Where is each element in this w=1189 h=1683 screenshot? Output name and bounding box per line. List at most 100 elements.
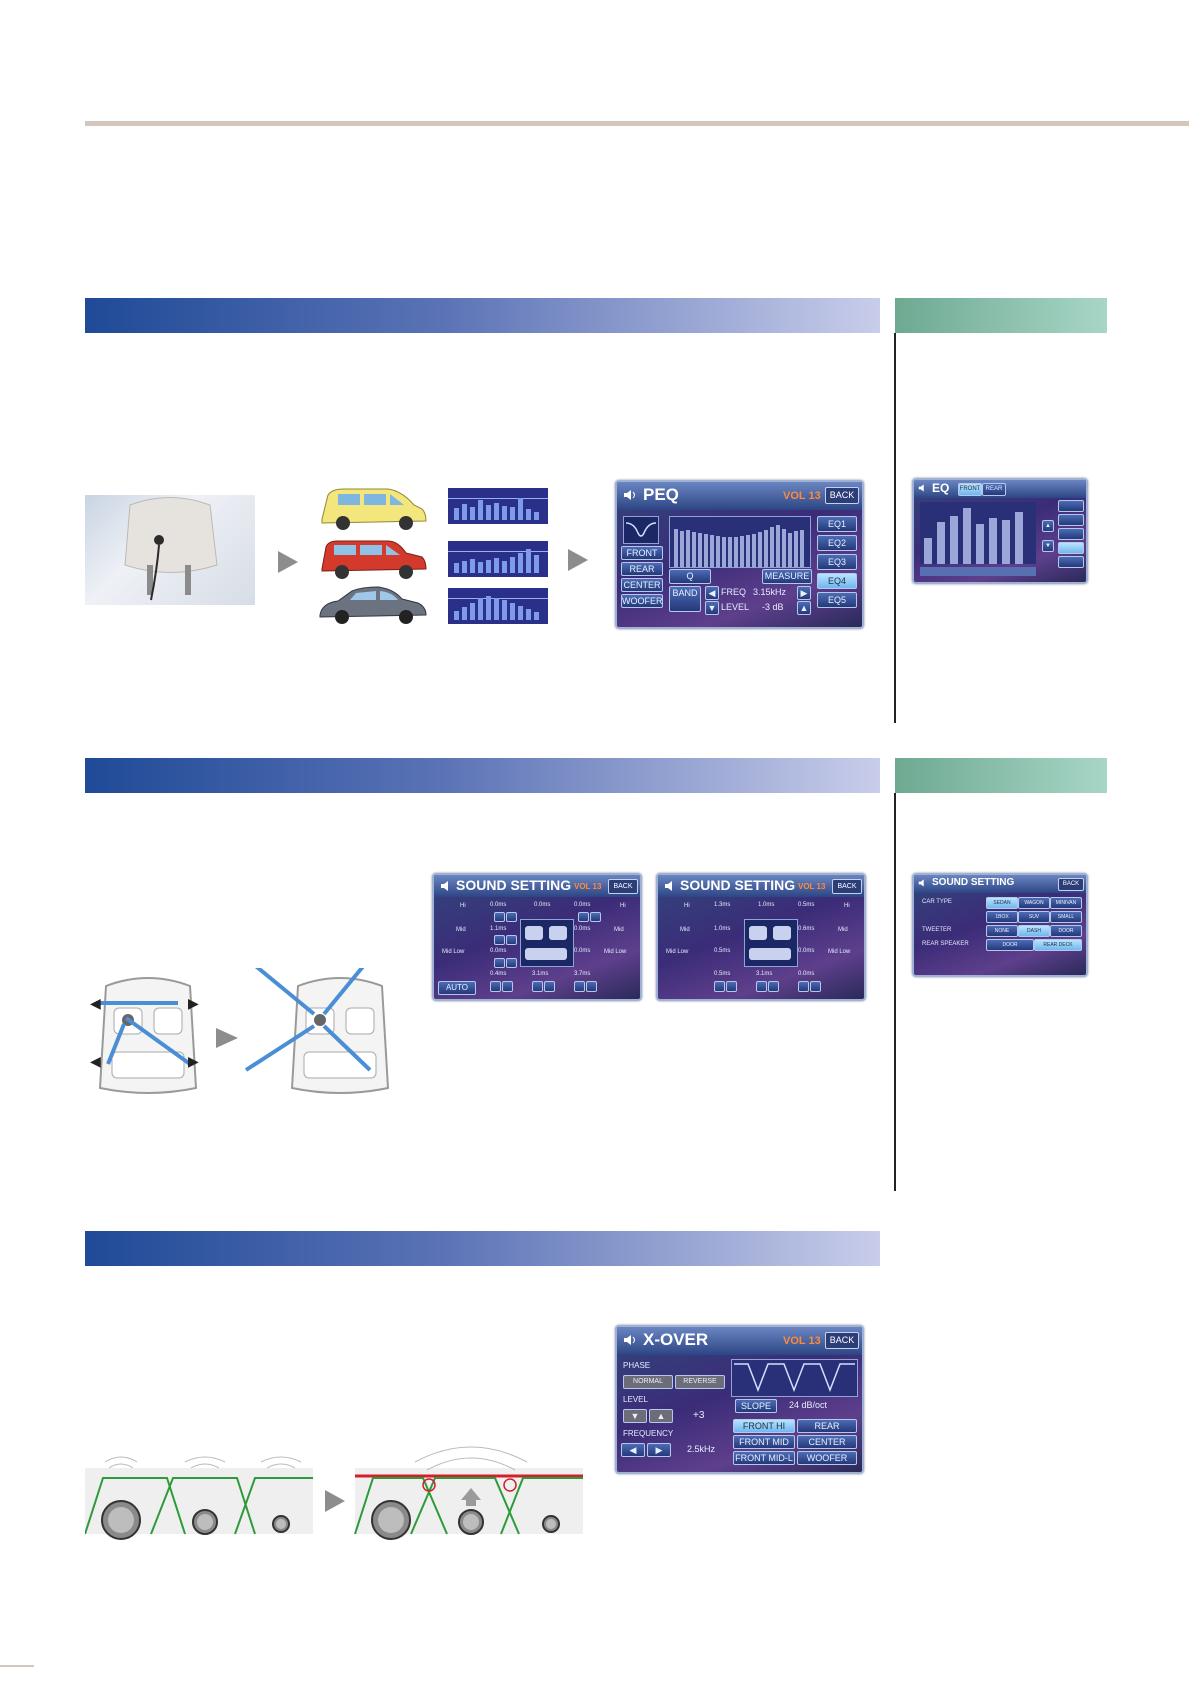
level-up-button[interactable]: ▲ xyxy=(649,1409,673,1423)
volume-indicator: VOL 13 xyxy=(798,882,826,891)
front-button[interactable]: FRONT xyxy=(621,546,663,560)
crossover-before xyxy=(84,1456,313,1540)
auto-button[interactable]: AUTO xyxy=(438,981,476,995)
measure-button[interactable]: MEASURE xyxy=(762,569,812,584)
crossover-diagram xyxy=(84,1440,585,1540)
freq-down-button[interactable]: ◀ xyxy=(705,586,719,600)
band-button[interactable]: BAND xyxy=(669,586,701,612)
level-down-button[interactable]: ▼ xyxy=(623,1409,647,1423)
eq-down-button[interactable]: ▼ xyxy=(1042,540,1054,552)
rear-speaker-door-button[interactable]: DOOR xyxy=(986,939,1034,951)
delay-up-button[interactable] xyxy=(506,935,517,945)
front-mid-l-button[interactable]: FRONT MID-L xyxy=(733,1451,795,1465)
delay-up-button[interactable] xyxy=(586,981,597,992)
eq2-button[interactable]: EQ2 xyxy=(817,535,857,551)
delay-value: 1.1ms xyxy=(490,926,507,932)
back-button[interactable]: BACK xyxy=(608,879,638,894)
section-band-2 xyxy=(85,758,880,793)
delay-value: 0.5ms xyxy=(798,902,815,908)
back-button[interactable]: BACK xyxy=(1058,878,1084,891)
front-mid-button[interactable]: FRONT MID xyxy=(733,1435,795,1449)
minivan-icon xyxy=(321,488,427,530)
delay-value: 0.6ms xyxy=(798,926,815,932)
delay-down-button[interactable] xyxy=(574,981,585,992)
delay-up-button[interactable] xyxy=(726,981,737,992)
q-button[interactable]: Q xyxy=(669,569,711,584)
row-label-mid-low: Mid Low xyxy=(442,949,465,955)
seat-diagram xyxy=(520,919,574,967)
eq4-button[interactable]: EQ4 xyxy=(817,573,857,589)
center-button[interactable]: CENTER xyxy=(797,1435,857,1449)
car-type-1box-button[interactable]: 1BOX xyxy=(986,911,1018,923)
back-button[interactable]: BACK xyxy=(825,487,859,504)
eq-rear-tab[interactable]: REAR xyxy=(982,483,1006,496)
woofer-button[interactable]: WOOFER xyxy=(797,1451,857,1465)
sound-setting-title-bar: SOUND SETTING VOL 13 BACK xyxy=(658,875,864,897)
car-type-small-button[interactable]: SMALL xyxy=(1050,911,1082,923)
back-button[interactable]: BACK xyxy=(825,1332,859,1349)
rear-speaker-deck-button[interactable]: REAR DECK xyxy=(1034,939,1082,951)
car-type-minivan-button[interactable]: MINIVAN xyxy=(1050,897,1082,909)
back-button[interactable]: BACK xyxy=(832,879,862,894)
speaker-icon xyxy=(441,881,448,891)
speaker-icon xyxy=(918,484,924,492)
eq-preset-1[interactable] xyxy=(1058,500,1084,512)
delay-down-button[interactable] xyxy=(532,981,543,992)
delay-down-button[interactable] xyxy=(578,912,589,922)
peq-graph xyxy=(669,516,811,568)
flow-arrow-icon xyxy=(325,1490,345,1512)
car-type-wagon-button[interactable]: WAGON xyxy=(1018,897,1050,909)
car-type-sedan-button[interactable]: SEDAN xyxy=(986,897,1018,909)
phase-reverse-button[interactable]: REVERSE xyxy=(675,1375,725,1389)
delay-down-button[interactable] xyxy=(798,981,809,992)
tweeter-door-button[interactable]: DOOR xyxy=(1050,925,1082,937)
delay-value: 0.4ms xyxy=(490,971,507,977)
rear-button[interactable]: REAR xyxy=(797,1419,857,1433)
delay-down-button[interactable] xyxy=(714,981,725,992)
eq-up-button[interactable]: ▲ xyxy=(1042,520,1054,532)
level-down-button[interactable]: ▼ xyxy=(705,601,719,615)
eq1-button[interactable]: EQ1 xyxy=(817,516,857,532)
level-up-button[interactable]: ▲ xyxy=(797,601,811,615)
slope-button[interactable]: SLOPE xyxy=(735,1399,777,1413)
right-label-mid-low: Mid Low xyxy=(828,949,851,955)
delay-up-button[interactable] xyxy=(768,981,779,992)
delay-down-button[interactable] xyxy=(494,958,505,968)
delay-value: 3.1ms xyxy=(756,971,773,977)
delay-up-button[interactable] xyxy=(590,912,601,922)
delay-up-button[interactable] xyxy=(544,981,555,992)
eq-preset-4[interactable] xyxy=(1058,542,1084,554)
delay-up-button[interactable] xyxy=(810,981,821,992)
woofer-button[interactable]: WOOFER xyxy=(621,594,663,608)
eq3-button[interactable]: EQ3 xyxy=(817,554,857,570)
xover-graph xyxy=(731,1359,858,1397)
delay-down-button[interactable] xyxy=(494,912,505,922)
delay-value: 0.0ms xyxy=(534,902,551,908)
front-hi-button[interactable]: FRONT HI xyxy=(733,1419,795,1433)
eq-preset-3[interactable] xyxy=(1058,528,1084,540)
car-type-label: CAR TYPE xyxy=(922,899,952,905)
delay-down-button[interactable] xyxy=(756,981,767,992)
sedan-icon xyxy=(319,586,427,624)
level-value: -3 dB xyxy=(762,602,784,612)
eq-front-tab[interactable]: FRONT xyxy=(958,483,982,496)
tweeter-dash-button[interactable]: DASH xyxy=(1018,925,1050,937)
phase-normal-button[interactable]: NORMAL xyxy=(623,1375,673,1389)
right-label-mid: Mid xyxy=(614,927,624,933)
eq-preset-5[interactable] xyxy=(1058,556,1084,568)
frequency-down-button[interactable]: ◀ xyxy=(621,1443,645,1457)
delay-down-button[interactable] xyxy=(490,981,501,992)
delay-up-button[interactable] xyxy=(502,981,513,992)
side-band-1 xyxy=(895,298,1107,333)
center-button[interactable]: CENTER xyxy=(621,578,663,592)
delay-up-button[interactable] xyxy=(506,912,517,922)
delay-down-button[interactable] xyxy=(494,935,505,945)
freq-up-button[interactable]: ▶ xyxy=(797,586,811,600)
rear-button[interactable]: REAR xyxy=(621,562,663,576)
car-type-suv-button[interactable]: SUV xyxy=(1018,911,1050,923)
eq-preset-2[interactable] xyxy=(1058,514,1084,526)
tweeter-none-button[interactable]: NONE xyxy=(986,925,1018,937)
frequency-up-button[interactable]: ▶ xyxy=(647,1443,671,1457)
delay-up-button[interactable] xyxy=(506,958,517,968)
eq5-button[interactable]: EQ5 xyxy=(817,592,857,608)
